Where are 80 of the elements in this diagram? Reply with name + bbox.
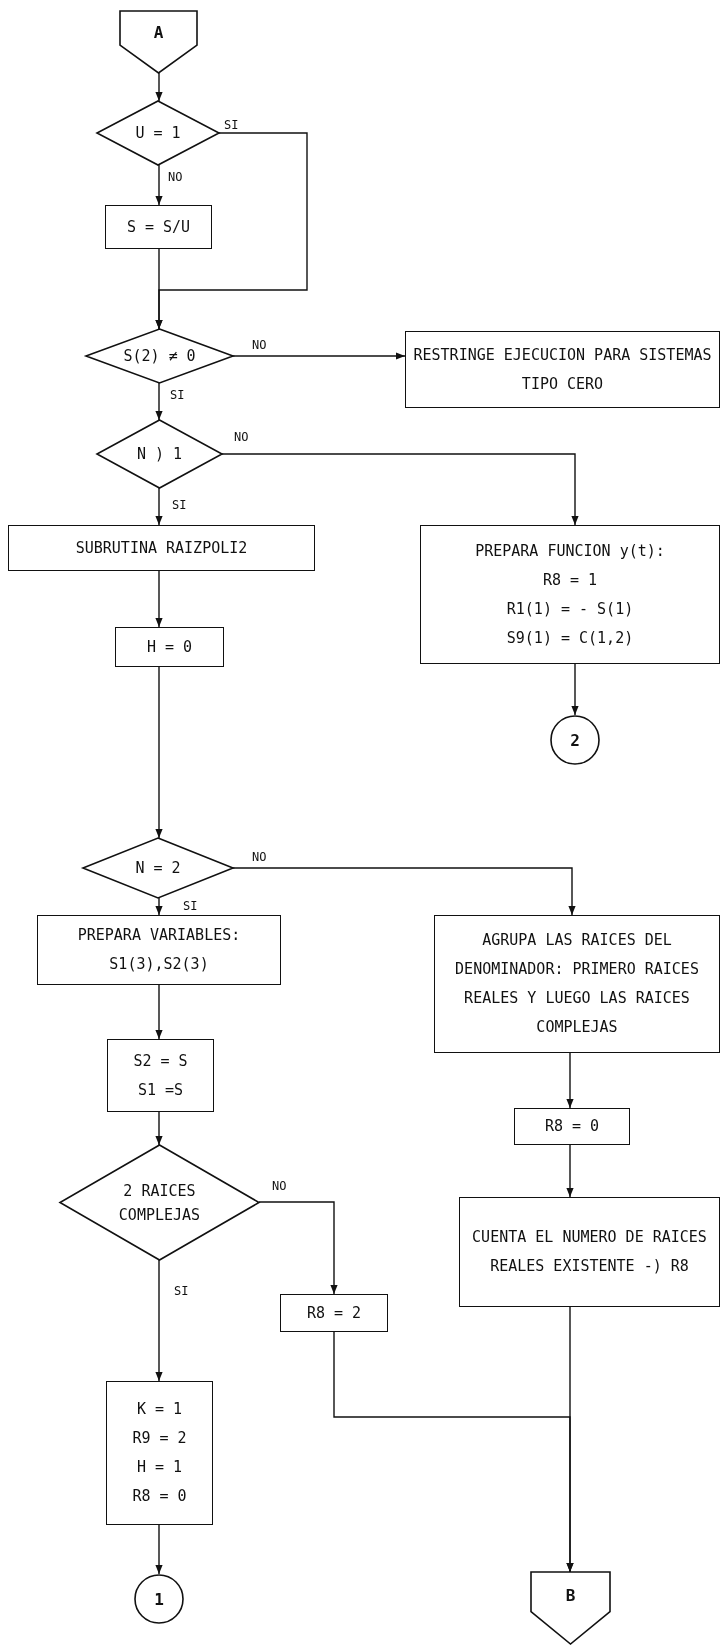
arrow	[155, 1524, 163, 1575]
edge-label: SI	[168, 388, 187, 402]
process-box	[115, 627, 224, 667]
process-box	[434, 915, 720, 1053]
arrow	[232, 867, 576, 916]
node-text: 2	[570, 729, 580, 752]
node-text: H = 1	[136, 1457, 183, 1478]
arrow	[221, 453, 579, 526]
node-text: S2 = S	[133, 1050, 188, 1072]
node-text: AGRUPA LAS RAICES DEL DENOMINADOR: PRIMERO RAICES REALES Y LUEGO LAS RAICES COMPLEJAS	[454, 930, 700, 1038]
node-text: N ) 1	[136, 444, 183, 465]
node-text: R8 = 0	[544, 1116, 600, 1137]
node-text: 2 RAICES COMPLEJAS	[117, 1180, 202, 1226]
process-box	[280, 1294, 388, 1332]
decision-diamond	[97, 420, 222, 488]
process-box	[106, 1381, 213, 1525]
edge-label: NO	[250, 338, 269, 352]
arrow	[155, 487, 163, 526]
node-text: S1 =S	[137, 1079, 184, 1101]
arrow	[155, 570, 163, 628]
arrow	[155, 248, 163, 330]
node-text: 1	[154, 1588, 164, 1611]
process-box	[8, 525, 315, 571]
node-text: K = 1	[136, 1399, 183, 1420]
node-text: RESTRINGE EJECUCION PARA SISTEMAS TIPO CERO	[413, 344, 712, 395]
arrow	[333, 1331, 574, 1573]
edge-label: NO	[250, 850, 269, 864]
node-text: R9 = 2	[132, 1428, 187, 1449]
arrow	[155, 984, 163, 1040]
arrow	[258, 1201, 338, 1295]
process-box	[107, 1039, 214, 1112]
arrow	[566, 1052, 574, 1109]
edge-label: SI	[222, 118, 241, 132]
node-text: S9(1) = C(1,2)	[506, 627, 634, 649]
process-box	[420, 525, 720, 664]
node-text: R8 = 2	[306, 1302, 362, 1324]
process-box	[105, 205, 212, 249]
node-text: PREPARA VARIABLES:	[77, 925, 241, 946]
node-text: R8 = 0	[132, 1486, 187, 1507]
node-text: S = S/U	[126, 216, 191, 238]
edge-label: NO	[166, 170, 185, 184]
node-text: A	[153, 22, 164, 45]
arrow	[155, 72, 163, 102]
edge-label: SI	[181, 899, 200, 913]
connector-circle	[134, 1574, 184, 1624]
decision-diamond	[60, 1145, 259, 1260]
arrow	[155, 1259, 163, 1382]
process-box	[37, 915, 281, 985]
node-text: SUBRUTINA RAIZPOLI2	[75, 537, 248, 559]
arrow	[155, 382, 163, 421]
node-text: H = 0	[146, 636, 193, 658]
arrow	[155, 164, 163, 206]
node-text: U = 1	[135, 123, 181, 144]
node-text: CUENTA EL NUMERO DE RAICES REALES EXISTENTE -) R8	[471, 1227, 708, 1277]
process-box	[405, 331, 720, 408]
node-text: N = 2	[135, 858, 181, 879]
edge-label: NO	[232, 430, 251, 444]
arrow	[155, 897, 163, 916]
connector-circle	[550, 715, 600, 765]
edge-label: SI	[170, 498, 189, 512]
process-box	[514, 1108, 630, 1145]
arrow	[566, 1144, 574, 1198]
decision-diamond	[97, 101, 219, 165]
off-page-connector	[531, 1572, 610, 1644]
edge-label: SI	[172, 1284, 191, 1298]
node-text: S1(3),S2(3)	[109, 954, 209, 975]
node-text: R8 = 1	[542, 569, 598, 591]
edge-label: NO	[270, 1179, 289, 1193]
node-text: S(2) ≠ 0	[123, 346, 196, 367]
node-text: R1(1) = - S(1)	[506, 598, 634, 620]
arrow	[571, 663, 579, 716]
node-text: B	[565, 1584, 576, 1607]
arrow	[232, 352, 406, 360]
process-box	[459, 1197, 720, 1307]
off-page-connector	[120, 11, 197, 73]
decision-diamond	[86, 329, 233, 383]
decision-diamond	[83, 838, 233, 898]
arrow	[155, 666, 163, 839]
arrow	[155, 1111, 163, 1146]
node-text: PREPARA FUNCION y(t):	[475, 540, 665, 562]
